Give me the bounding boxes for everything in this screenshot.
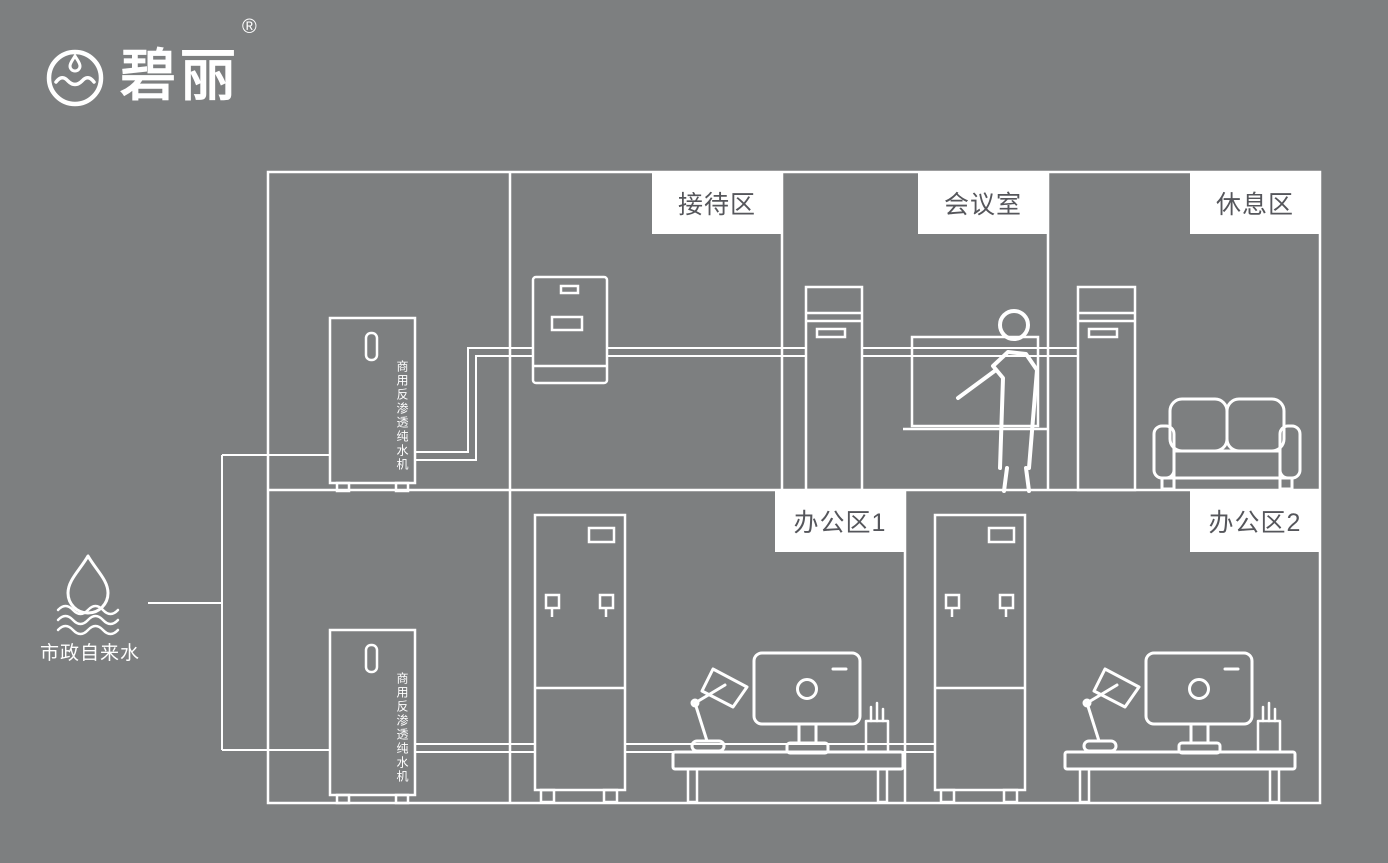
brand-name: 碧丽 <box>120 44 240 107</box>
room-label-office1: 办公区1 <box>775 490 905 552</box>
supply-pipe <box>148 454 330 751</box>
dispenser-office-1 <box>533 513 627 804</box>
registered-mark: ® <box>242 16 257 38</box>
dispenser-office-2 <box>933 513 1027 804</box>
desk-office-2 <box>1063 651 1297 804</box>
room-label-meeting: 会议室 <box>918 172 1048 234</box>
desk-office-1 <box>671 651 905 804</box>
water-source-label: 市政自来水 <box>39 643 140 664</box>
ro-machine-1 <box>328 316 417 493</box>
pipes-upper-floor <box>415 347 1078 461</box>
sofa <box>1152 397 1302 491</box>
water-drop-icon <box>56 554 120 636</box>
brand-logo-icon <box>46 49 104 107</box>
ro-machine-1-label: 商用反渗透纯水机 <box>395 360 409 472</box>
ro-machine-2 <box>328 628 417 805</box>
dispenser-meeting-room <box>804 285 864 492</box>
dispenser-rest-area <box>1076 285 1137 492</box>
room-label-reception: 接待区 <box>652 172 782 234</box>
person-presenter <box>956 309 1039 493</box>
room-label-office2: 办公区2 <box>1190 490 1320 552</box>
countertop-dispenser <box>531 275 609 385</box>
brand-logo: 碧丽 ® <box>40 16 257 114</box>
ro-machine-2-label: 商用反渗透纯水机 <box>395 672 409 784</box>
room-label-rest: 休息区 <box>1190 172 1320 234</box>
